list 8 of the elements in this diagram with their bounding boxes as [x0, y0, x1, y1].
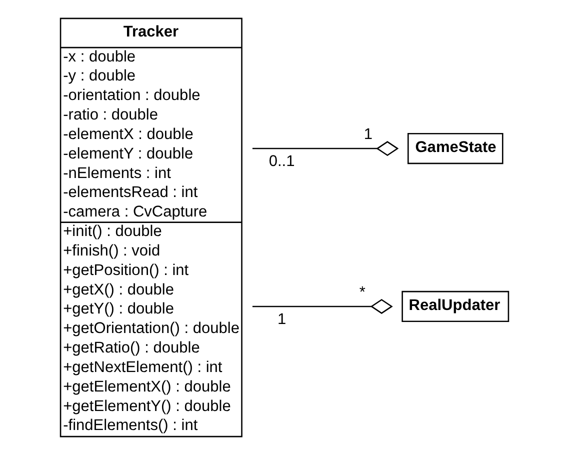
- node-box: GameState: [406, 133, 503, 164]
- label: *: [358, 284, 365, 301]
- node-box: RealUpdater: [401, 290, 509, 322]
- label: 0..1: [268, 153, 294, 170]
- label: 1: [276, 311, 286, 328]
- label: 1: [363, 126, 372, 143]
- connector: [252, 298, 392, 314]
- connector: [252, 141, 398, 156]
